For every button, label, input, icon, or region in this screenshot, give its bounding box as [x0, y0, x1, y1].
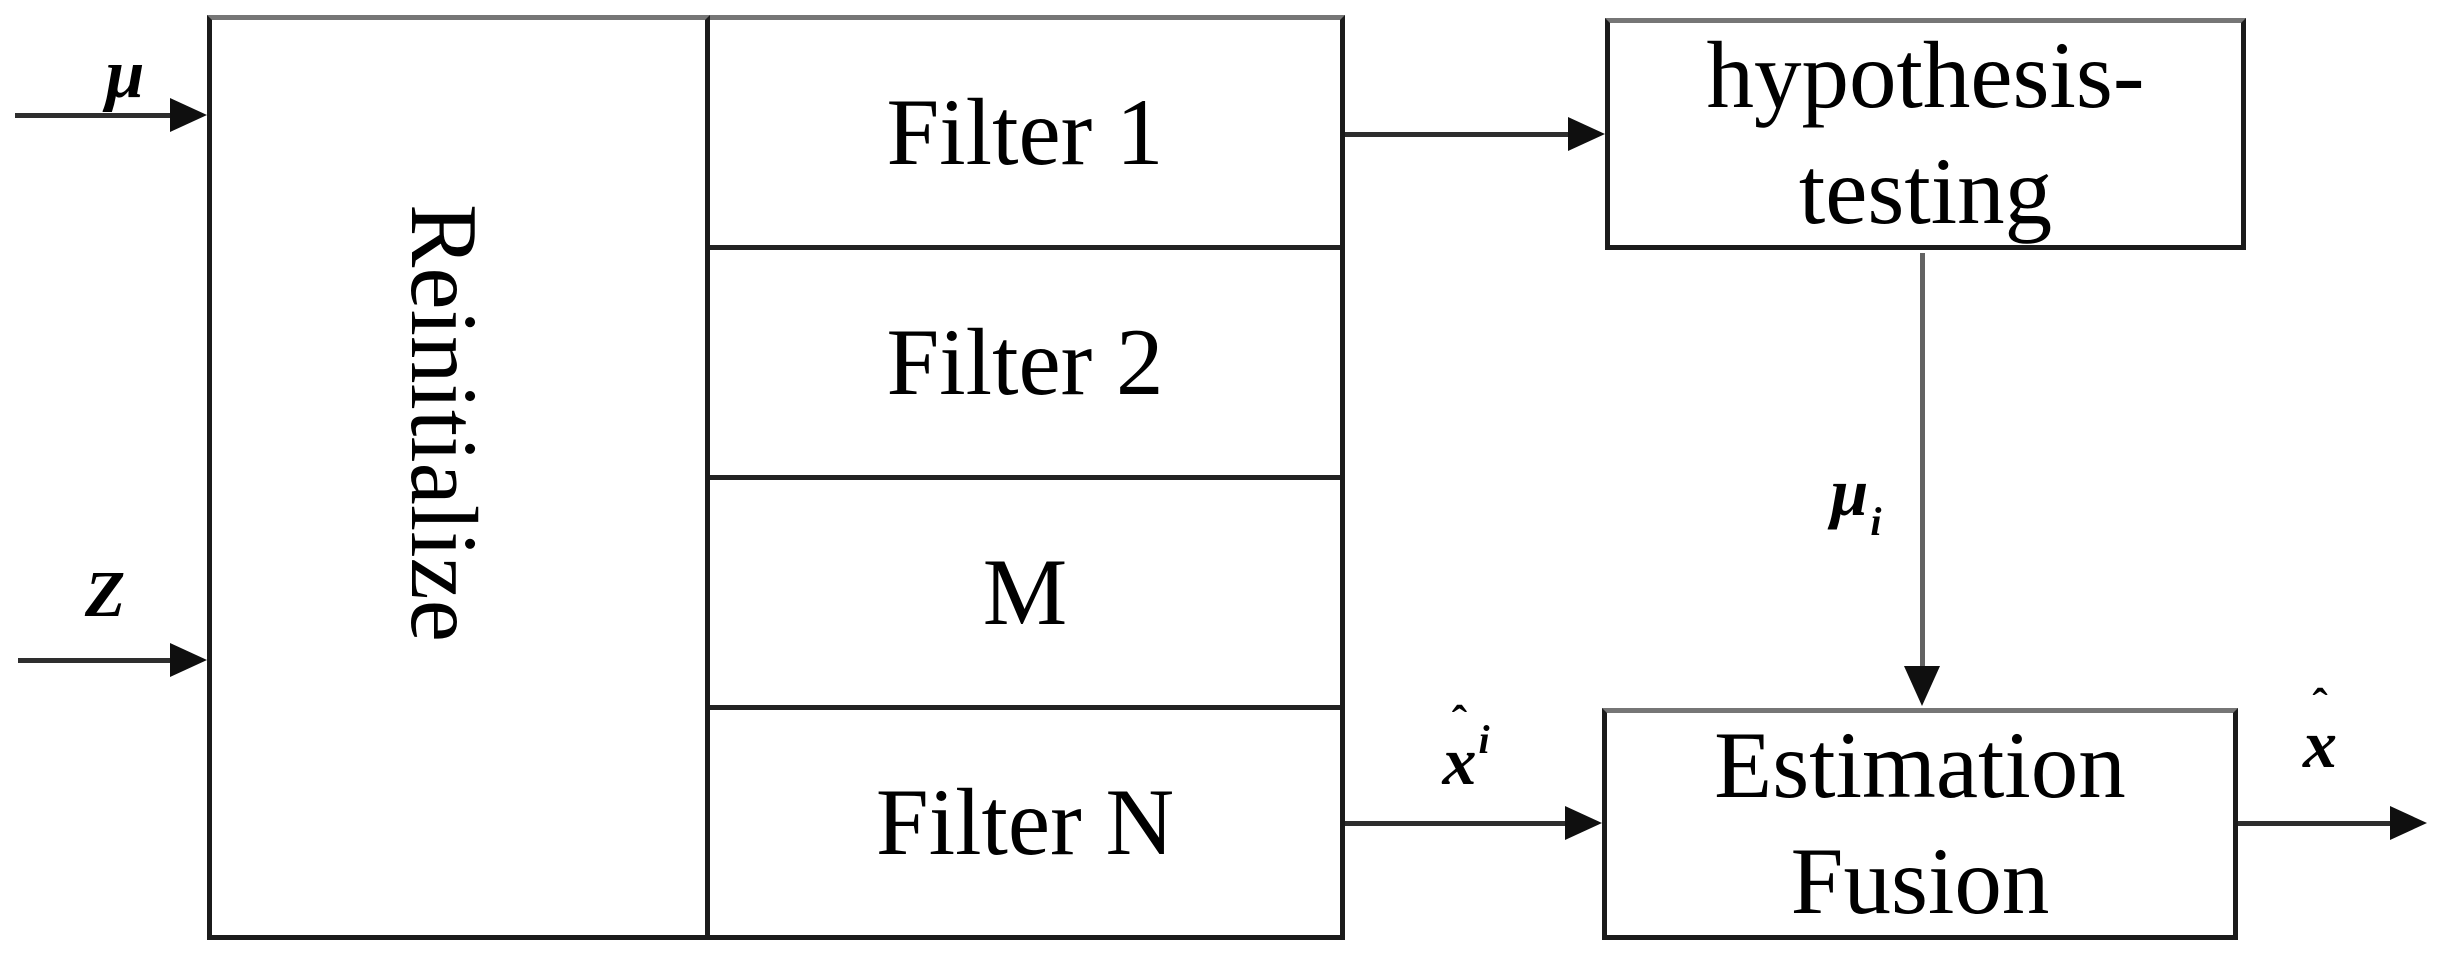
label-xhat-output-hat: ˆ: [2312, 679, 2328, 730]
label-mu-i-sub: i: [1870, 499, 1882, 544]
estimation-fusion-box: Estimation Fusion: [1602, 708, 2238, 940]
estimation-fusion-label-line2: Fusion: [1790, 828, 2050, 934]
label-xhat-i-stack: ˆ x: [1442, 696, 1477, 800]
arrow-mu-input-head: [170, 98, 207, 132]
label-xhat-output-stack: ˆ x: [2303, 679, 2337, 783]
label-z-input: Z: [84, 558, 126, 631]
reinitialize-box: Reinitialize: [207, 15, 710, 940]
arrow-estimation-output-line: [2238, 821, 2392, 826]
estimation-fusion-label-line1: Estimation: [1714, 712, 2126, 819]
filter-n-label: Filter N: [875, 769, 1175, 875]
hypothesis-testing-label-line2: testing: [1798, 138, 2053, 244]
hypothesis-testing-label-line1: hypothesis-: [1706, 22, 2145, 129]
filter-ellipsis-label: M: [982, 539, 1068, 645]
arrow-filterN-to-estimation-line: [1345, 821, 1568, 826]
arrow-z-input-head: [170, 643, 207, 677]
filter-ellipsis-box: M: [710, 480, 1340, 710]
arrow-estimation-output-head: [2390, 806, 2427, 840]
arrow-filter1-to-hypothesis-head: [1568, 117, 1605, 151]
label-mu-i-base: μ: [1830, 454, 1869, 530]
filter-2-box: Filter 2: [710, 250, 1340, 480]
label-xhat-i-hat: ˆ: [1451, 696, 1468, 747]
filter-1-box: Filter 1: [710, 20, 1340, 250]
arrow-z-input-line: [18, 658, 173, 663]
filter-bank: Filter 1 Filter 2 M Filter N: [710, 15, 1345, 940]
label-xhat-output: ˆ x: [2270, 679, 2370, 783]
reinitialize-label: Reinitialize: [390, 203, 497, 642]
arrow-filterN-to-estimation-head: [1565, 806, 1602, 840]
label-mu-input: μ: [105, 36, 145, 113]
arrow-filter1-to-hypothesis-line: [1345, 132, 1571, 137]
filter-1-label: Filter 1: [886, 79, 1164, 185]
filter-n-box: Filter N: [710, 710, 1340, 935]
label-xhat-i-base: x: [1442, 723, 1477, 800]
filter-2-label: Filter 2: [886, 309, 1164, 415]
label-mu-i: μi: [1795, 458, 1915, 542]
arrow-hypothesis-to-estimation-line: [1920, 253, 1925, 668]
hypothesis-testing-box: hypothesis- testing: [1605, 18, 2246, 250]
arrow-hypothesis-to-estimation-head: [1904, 666, 1940, 706]
arrow-mu-input-line: [15, 113, 173, 118]
label-xhat-i-sub: i: [1478, 717, 1490, 762]
label-xhat-i: ˆ x i: [1400, 696, 1530, 800]
label-xhat-output-base: x: [2303, 706, 2337, 783]
